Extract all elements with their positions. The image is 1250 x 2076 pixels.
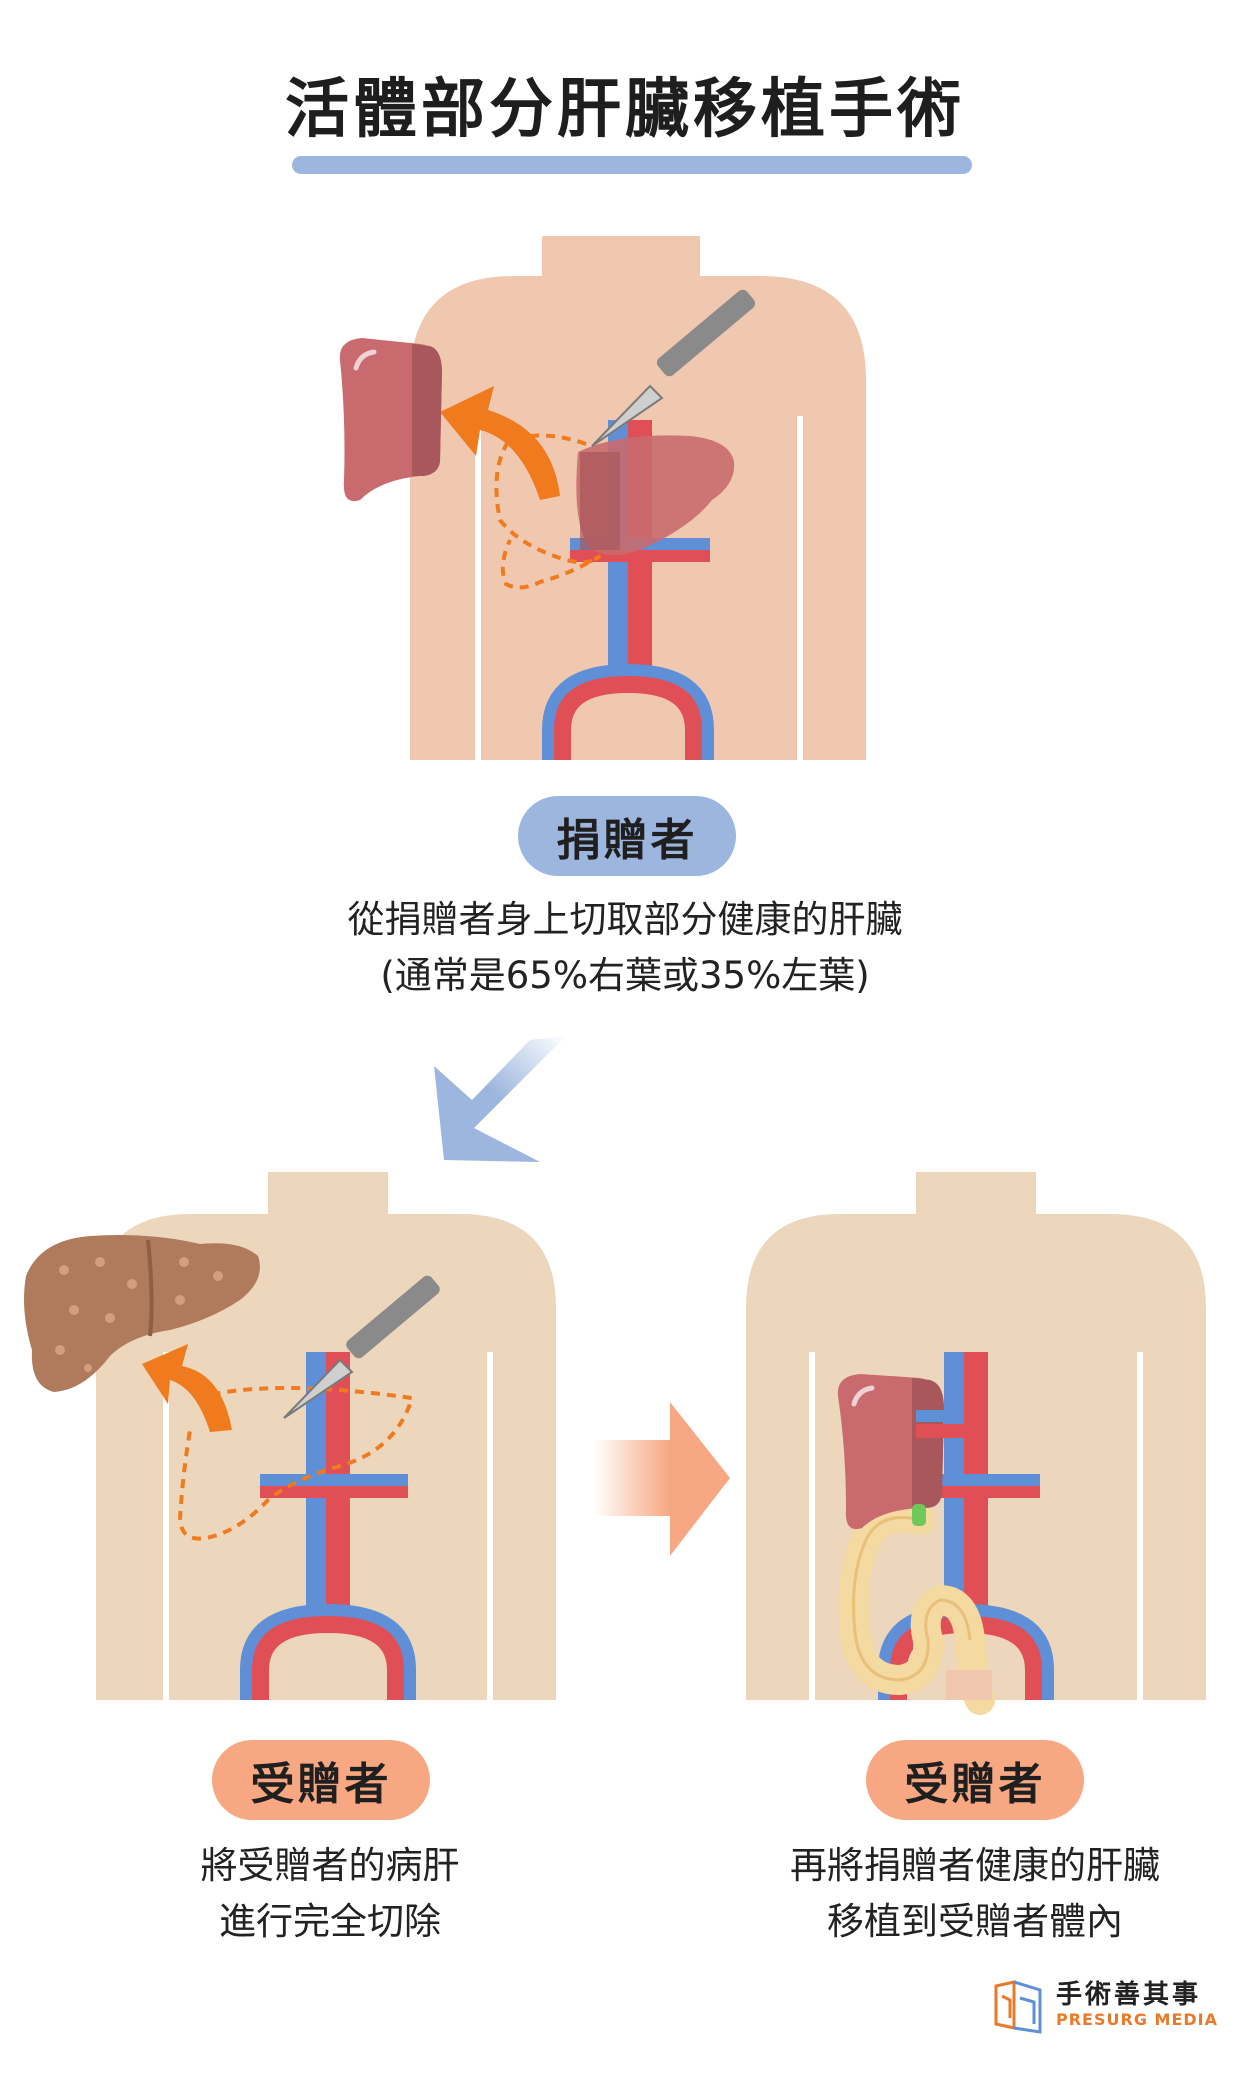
- brand-logo: 手術善其事 PRESURG MEDIA: [990, 1974, 1220, 2034]
- recipient-intestine: [838, 1502, 995, 1715]
- donor-description-line-2: (通常是65%右葉或35%左葉): [380, 954, 870, 997]
- recipient-diseased-liver: [24, 1235, 260, 1392]
- page-title: 活體部分肝臟移植手術: [285, 73, 965, 147]
- donor-label-pill: 捐贈者: [518, 796, 736, 876]
- logo-name-en: PRESURG MEDIA: [1056, 2010, 1218, 2029]
- donor-extracted-liver: [339, 338, 442, 502]
- donor-scalpel-icon: [591, 289, 756, 447]
- donor-liver: [576, 435, 735, 556]
- donor-description-line-1: 從捐贈者身上切取部分健康的肝臟: [347, 898, 903, 941]
- recipient-left-cut-line: [177, 1386, 415, 1541]
- recipient-left-label-pill: 受贈者: [212, 1740, 430, 1820]
- recipient-right-description-line-2: 移植到受贈者體內: [827, 1900, 1123, 1943]
- recipient-left-description-line-1: 將受贈者的病肝: [200, 1844, 460, 1887]
- recipient-left-description: 將受贈者的病肝 進行完全切除: [100, 1838, 560, 1950]
- logo-name-cn: 手術善其事: [1056, 1980, 1202, 2010]
- recipient-left-orange-arrow: [142, 1344, 232, 1432]
- recipient-right-label-pill: 受贈者: [866, 1740, 1084, 1820]
- recipient-right-description-line-1: 再將捐贈者健康的肝臟: [790, 1844, 1160, 1887]
- title-underline: [292, 156, 972, 174]
- recipient-transplanted-liver: [837, 1374, 966, 1530]
- recipient-left-scalpel-icon: [283, 1275, 440, 1419]
- donor-description: 從捐贈者身上切取部分健康的肝臟 (通常是65%右葉或35%左葉): [200, 892, 1050, 1004]
- recipient-left-blood-vessels: [240, 1352, 416, 1700]
- donor-orange-arrow: [440, 386, 560, 500]
- recipient-left-description-line-2: 進行完全切除: [219, 1900, 441, 1943]
- donor-cut-line: [494, 433, 602, 590]
- recipient-right-description: 再將捐贈者健康的肝臟 移植到受贈者體內: [740, 1838, 1210, 1950]
- presurg-logo-icon: [994, 1980, 1042, 2034]
